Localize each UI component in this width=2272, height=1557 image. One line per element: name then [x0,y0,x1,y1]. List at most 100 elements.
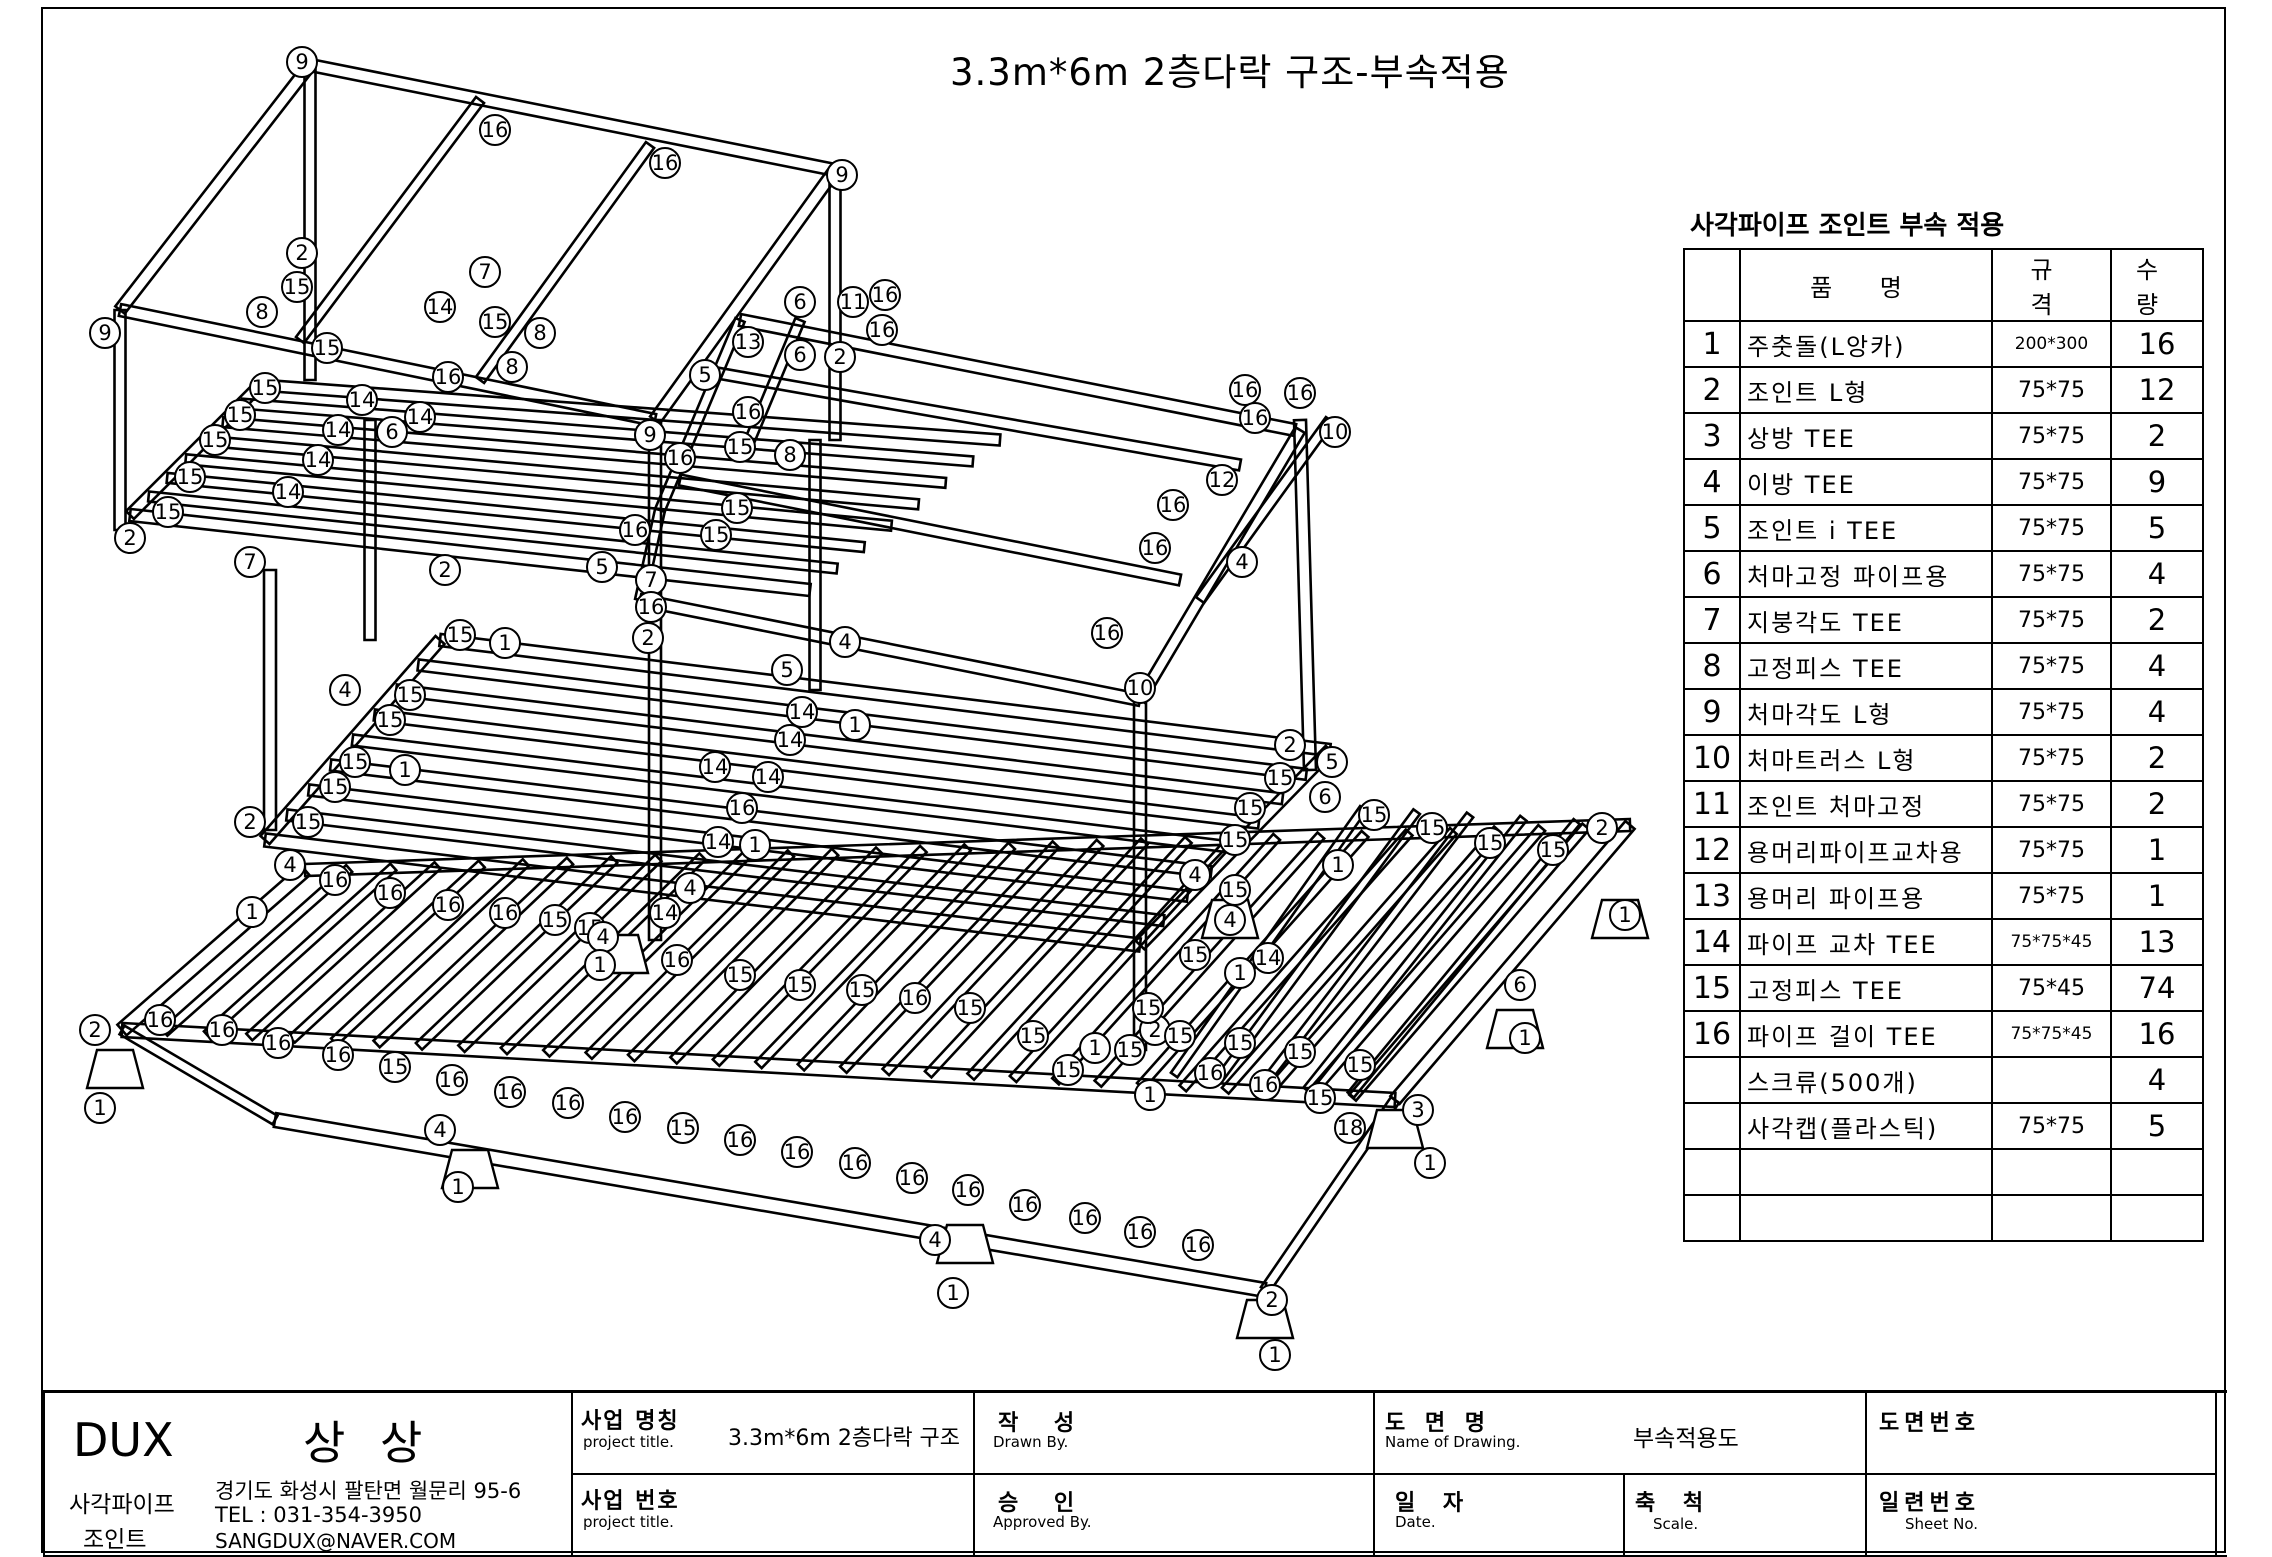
part-callout-number: 15 [1182,943,1209,967]
part-callout-balloon [1274,729,1306,761]
part-number: 11 [1683,780,1741,828]
part-callout-balloon [1206,464,1238,496]
part-callout-balloon [724,1124,756,1156]
part-callout-balloon [479,306,511,338]
part-callout-balloon [281,271,313,303]
date-label: 일 자 [1395,1491,1474,1516]
part-callout-balloon [1504,969,1536,1001]
part-callout-number: 15 [1287,1040,1314,1064]
part-callout-number: 15 [542,908,569,932]
part-callout-balloon [1474,827,1506,859]
part-callout-number: 15 [284,275,311,299]
part-callout-number: 8 [255,300,268,324]
drawing-title: 3.3m*6m 2층다락 구조-부속적용 [950,51,1510,94]
pipe-member [474,140,656,385]
part-name: 주춧돌(L앙카) [1739,320,1993,368]
part-callout-balloon [784,969,816,1001]
part-callout-number: 14 [349,388,376,412]
part-callout-number: 15 [447,623,474,647]
part-callout-number: 5 [595,555,608,579]
part-callout-balloon [432,889,464,921]
part-callout-number: 1 [1088,1036,1101,1060]
part-callout-balloon [784,339,816,371]
part-callout-number: 15 [1419,816,1446,840]
part-callout-balloon [174,461,206,493]
pipe-member [1133,743,1337,952]
part-callout-balloon [649,147,681,179]
part-callout-number: 16 [667,446,694,470]
parts-row [1683,1148,2204,1196]
part-callout-balloon [1537,834,1569,866]
part-callout-number: 15 [1237,796,1264,820]
part-spec: 75*75*45 [1991,1010,2112,1058]
part-callout-balloon [374,704,406,736]
part-callout-balloon [1402,1094,1434,1126]
part-callout-number: 1 [245,900,258,924]
part-callout-number: 14 [702,755,729,779]
part-callout-balloon [374,877,406,909]
part-callout-balloon [1134,1079,1166,1111]
part-callout-number: 15 [227,403,254,427]
part-callout-balloon [311,332,343,364]
part-callout-balloon [896,1162,928,1194]
sheet-number-sublabel: Sheet No. [1905,1515,1979,1533]
part-callout-balloon [346,384,378,416]
part-spec [1991,1056,2112,1104]
part-callout-number: 16 [322,868,349,892]
part-callout-number: 14 [652,901,679,925]
parts-row [1683,1194,2204,1242]
part-callout-balloon [1194,1057,1226,1089]
part-callout-number: 15 [177,465,204,489]
part-callout-balloon [262,1027,294,1059]
part-callout-number: 14 [789,700,816,724]
part-callout-number: 15 [703,523,730,547]
pipe-member [117,302,658,428]
part-spec: 75*75 [1991,504,2112,552]
part-callout-number: 16 [622,518,649,542]
part-number: 12 [1683,826,1741,874]
part-callout-balloon [1132,992,1164,1024]
part-name: 조인트 처마고정 [1739,780,1993,828]
part-callout-balloon [649,897,681,929]
part-callout-number: 12 [1209,468,1236,492]
part-callout-balloon [1091,617,1123,649]
part-callout-number: 16 [482,118,509,142]
part-spec: 75*75 [1991,596,2112,644]
part-callout-number: 15 [482,310,509,334]
part-name: 용머리 파이프용 [1739,872,1993,920]
part-callout-number: 4 [928,1228,941,1252]
part-spec: 200*300 [1991,320,2112,368]
part-callout-number: 15 [1020,1024,1047,1048]
part-callout-number: 4 [1223,908,1236,932]
part-callout-number: 1 [1331,853,1344,877]
part-number: 9 [1683,688,1741,736]
part-callout-balloon [1284,1036,1316,1068]
part-callout-number: 16 [1142,536,1169,560]
part-callout-balloon [1214,904,1246,936]
brand-line-2: 조인트 [83,1527,147,1553]
part-callout-number: 14 [1255,946,1282,970]
part-name: 조인트 L형 [1739,366,1993,414]
part-callout-balloon [1316,746,1348,778]
part-callout-number: 15 [670,1116,697,1140]
pipe-member [363,418,377,642]
part-callout-number: 16 [899,1166,926,1190]
part-callout-number: 14 [755,765,782,789]
part-callout-number: 14 [777,728,804,752]
part-callout-balloon [1079,1032,1111,1064]
pipe-member [262,568,278,832]
part-callout-balloon [786,696,818,728]
part-callout-balloon [732,326,764,358]
part-callout-number: 18 [1337,1116,1364,1140]
part-callout-balloon [234,546,266,578]
part-number: 5 [1683,504,1741,552]
part-callout-number: 15 [155,500,182,524]
pipe-member [808,438,822,692]
part-number: 1 [1683,320,1741,368]
